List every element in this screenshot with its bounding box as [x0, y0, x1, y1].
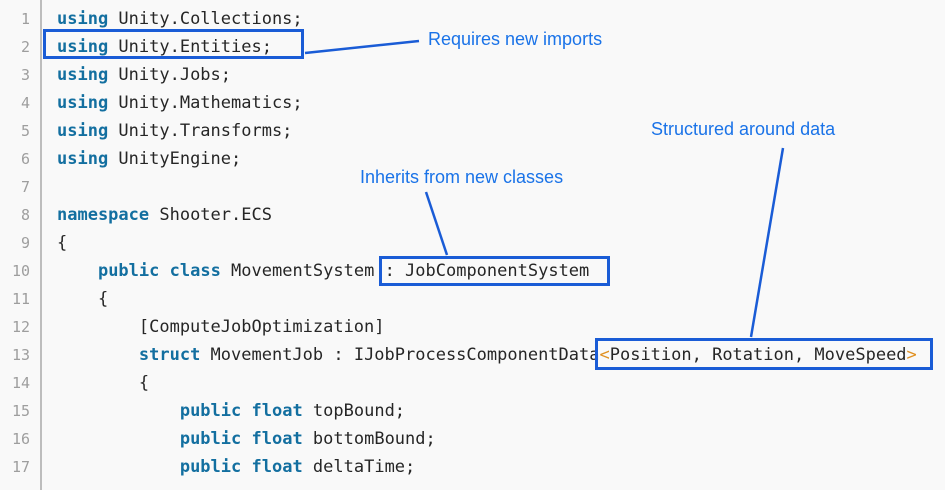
line-number: 13	[11, 346, 30, 364]
line-number: 16	[11, 430, 30, 448]
code-row[interactable]: 9{	[0, 229, 945, 257]
code-text: namespace Shooter.ECS	[57, 205, 272, 225]
callout-label-inherits: Inherits from new classes	[360, 167, 564, 187]
code-text: {	[57, 289, 109, 309]
line-number: 11	[11, 290, 30, 308]
line-number: 5	[20, 122, 30, 140]
code-text: public float topBound;	[179, 401, 406, 421]
code-text: using Unity.Jobs;	[57, 65, 232, 85]
line-number: 2	[20, 38, 30, 56]
highlight-box-jobcomponentsystem	[379, 256, 610, 286]
line-number: 6	[20, 150, 30, 168]
code-row[interactable]: 4 using Unity.Mathematics;	[0, 89, 945, 117]
highlight-box-entities-import	[43, 29, 304, 59]
code-text: {	[57, 233, 68, 253]
code-row[interactable]: 5 using Unity.Transforms;	[0, 117, 945, 145]
line-number: 17	[11, 458, 30, 476]
code-text: public float deltaTime;	[179, 457, 416, 477]
code-text: public class MovementSystem : JobCompone…	[97, 261, 590, 281]
code-text: struct MovementJob : IJobProcessComponen…	[138, 345, 917, 365]
code-lines: 1 using Unity.Collections; 2 using Unity.En…	[0, 5, 945, 481]
code-text: using UnityEngine;	[57, 149, 242, 169]
code-row[interactable]: 14 {	[0, 369, 945, 397]
line-number: 12	[11, 318, 30, 336]
callout-label-imports: Requires new imports	[428, 29, 603, 49]
highlight-box-generic-params	[595, 338, 933, 370]
line-number: 9	[20, 234, 30, 252]
code-row[interactable]: 16 public float bottomBound;	[0, 425, 945, 453]
code-row[interactable]: 6 using UnityEngine;	[0, 145, 945, 173]
code-row[interactable]: 7	[0, 173, 945, 201]
line-number: 3	[20, 66, 30, 84]
code-text: [ComputeJobOptimization]	[57, 317, 385, 337]
callout-label-data: Structured around data	[651, 119, 836, 139]
code-row[interactable]: 8 namespace Shooter.ECS	[0, 201, 945, 229]
code-row[interactable]: 10 public class MovementSystem : JobComp…	[0, 257, 945, 285]
line-number: 1	[20, 10, 30, 28]
code-text: using Unity.Mathematics;	[57, 93, 303, 113]
code-row[interactable]: 13 struct MovementJob : IJobProcessCompo…	[0, 341, 945, 369]
line-number: 4	[20, 94, 30, 112]
line-number: 15	[11, 402, 30, 420]
line-number: 14	[11, 374, 30, 392]
code-row[interactable]: 2 using Unity.Entities;	[0, 33, 945, 61]
code-row[interactable]: 17 public float deltaTime;	[0, 453, 945, 481]
code-row[interactable]: 12 [ComputeJobOptimization]	[0, 313, 945, 341]
code-text: using Unity.Transforms;	[57, 121, 293, 141]
code-row[interactable]: 3 using Unity.Jobs;	[0, 61, 945, 89]
code-text: using Unity.Entities;	[57, 37, 272, 57]
code-text: {	[57, 373, 150, 393]
code-text: using Unity.Collections;	[57, 9, 303, 29]
line-number: 8	[20, 206, 30, 224]
code-row[interactable]: 15 public float topBound;	[0, 397, 945, 425]
line-number: 10	[11, 262, 30, 280]
line-number: 7	[20, 178, 30, 196]
gutter-divider	[40, 0, 42, 490]
code-text: public float bottomBound;	[179, 429, 436, 449]
code-row[interactable]: 11 {	[0, 285, 945, 313]
code-row[interactable]: 1 using Unity.Collections;	[0, 5, 945, 33]
